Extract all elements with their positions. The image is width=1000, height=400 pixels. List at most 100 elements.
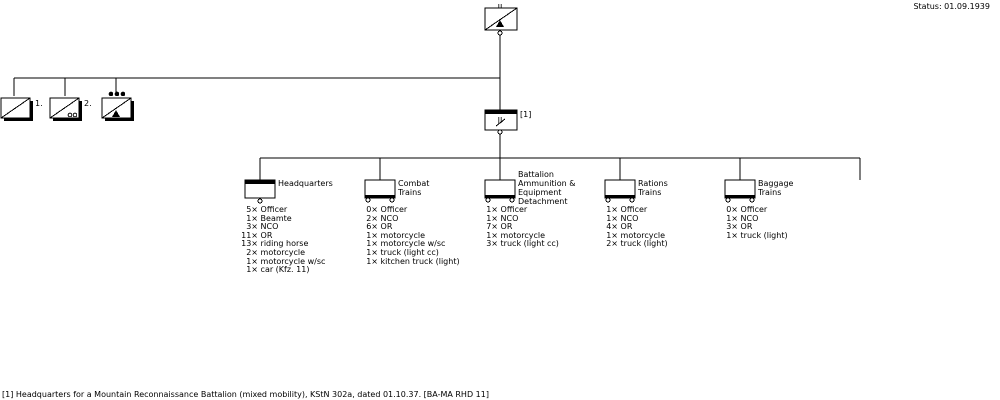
equipment-qty: 1× [726,213,738,223]
equipment-qty: 3× [486,239,498,249]
equipment-item: 1× Officer [479,205,559,215]
wheel-icon [257,198,263,204]
equipment-qty: 1× [366,256,378,266]
equipment-item: 1× truck (light cc) [359,247,460,258]
equipment-name: motorcycle w/sc [258,256,326,266]
equipment-qty: 1× [606,205,618,214]
equipment-qty: 1× [246,256,258,266]
wheel-icon [605,197,611,203]
equipment-item: 3× truck (light cc) [479,240,559,249]
equipment-qty: 1× [486,230,498,240]
subunit-symbol-0 [244,179,276,204]
equipment-qty: 1× [366,230,378,240]
equipment-qty: 1× [366,239,378,249]
equipment-name: motorcycle [618,230,666,240]
equipment-item: 6× OR [359,222,460,232]
subunit-symbol-3 [604,179,636,203]
equipment-item: 2× motorcycle [239,247,325,258]
equipment-name: NCO [378,213,399,223]
subunit-name-line: Equipment [518,188,562,197]
equipment-name: motorcycle w/sc [378,239,446,249]
equipment-item: 1× motorcycle [479,230,559,241]
trains-bar [485,195,515,198]
hq-unit-symbol: II [1] [484,109,531,135]
equipment-name: motorcycle [498,230,546,240]
wheel-icon [509,197,515,203]
connector-lines [13,35,861,180]
subunit-symbol-2 [484,179,516,203]
subunit-name-line: Baggage [758,179,794,188]
subunit-name-line: Detachment [518,197,568,206]
left-unit-1-label: 1. [35,99,43,108]
equipment-item: 11× OR [239,230,325,241]
wheel-icon [485,197,491,203]
equipment-name: OR [258,230,273,240]
subunit-name-line: Ammunition & [518,179,576,188]
trains-bar [725,195,755,198]
equipment-name: NCO [618,213,639,223]
status-date: Status: 01.09.1939 [913,2,990,11]
equipment-name: motorcycle [258,247,306,257]
subunit-symbol-4 [724,179,756,203]
equipment-name: OR [738,222,753,232]
equipment-qty: 4× [606,222,618,232]
equipment-item: 0× Officer [719,205,788,215]
equipment-item: 1× motorcycle w/sc [359,240,460,249]
equipment-name: OR [498,222,513,232]
left-unit-2: 2. [49,97,92,121]
equipment-item: 1× motorcycle [359,230,460,241]
subunit-symbol-1 [364,179,396,203]
equipment-qty: 5× [246,205,258,214]
equipment-item: 13× riding horse [239,240,325,249]
hq-bar [245,180,275,184]
battalion-unit-symbol: II [484,3,518,36]
equipment-qty: 1× [366,247,378,257]
equipment-item: 5× Officer [239,205,325,215]
equipment-name: riding horse [258,239,309,249]
subunit-name-0: Headquarters [278,179,333,188]
equipment-name: Officer [738,205,768,214]
hq-footnote-marker: [1] [520,110,531,119]
equipment-qty: 1× [486,205,498,214]
equipment-qty: 1× [246,213,258,223]
subunit-name-line: Battalion [518,170,554,179]
wheel-icon [629,197,635,203]
equipment-name: NCO [258,222,279,232]
equipment-item: 1× NCO [479,214,559,224]
equipment-item: 1× motorcycle [599,230,668,241]
equipment-qty: 1× [246,265,258,275]
equipment-item: 4× OR [599,222,668,232]
equipment-name: car (Kfz. 11) [258,265,310,275]
wheel-icon [725,197,731,203]
equipment-name: Officer [618,205,648,214]
wheel-icon [389,197,395,203]
equipment-qty: 2× [606,239,618,249]
equipment-item: 2× NCO [359,213,460,224]
equipment-qty: 3× [726,222,738,232]
equipment-item: 1× kitchen truck (light) [359,256,459,267]
equipment-item: 1× Beamte [239,213,325,224]
subunit-name-line: Combat [398,179,430,188]
equipment-qty: 1× [606,213,618,223]
equipment-name: NCO [738,213,759,223]
equipment-name: OR [378,222,393,232]
equipment-qty: 0× [726,205,738,214]
subunit-name-line: Rations [638,179,668,188]
equipment-qty: 2× [246,247,258,257]
subunit-name-line: Trains [638,188,662,197]
equipment-item: 0× Officer [359,205,460,215]
equipment-name: Officer [378,205,408,214]
equipment-qty: 2× [366,213,378,223]
equipment-name: Officer [258,205,288,214]
wheel-icon [365,197,371,203]
equipment-qty: 13× [241,239,258,249]
footnote: [1] Headquarters for a Mountain Reconnai… [2,390,489,399]
